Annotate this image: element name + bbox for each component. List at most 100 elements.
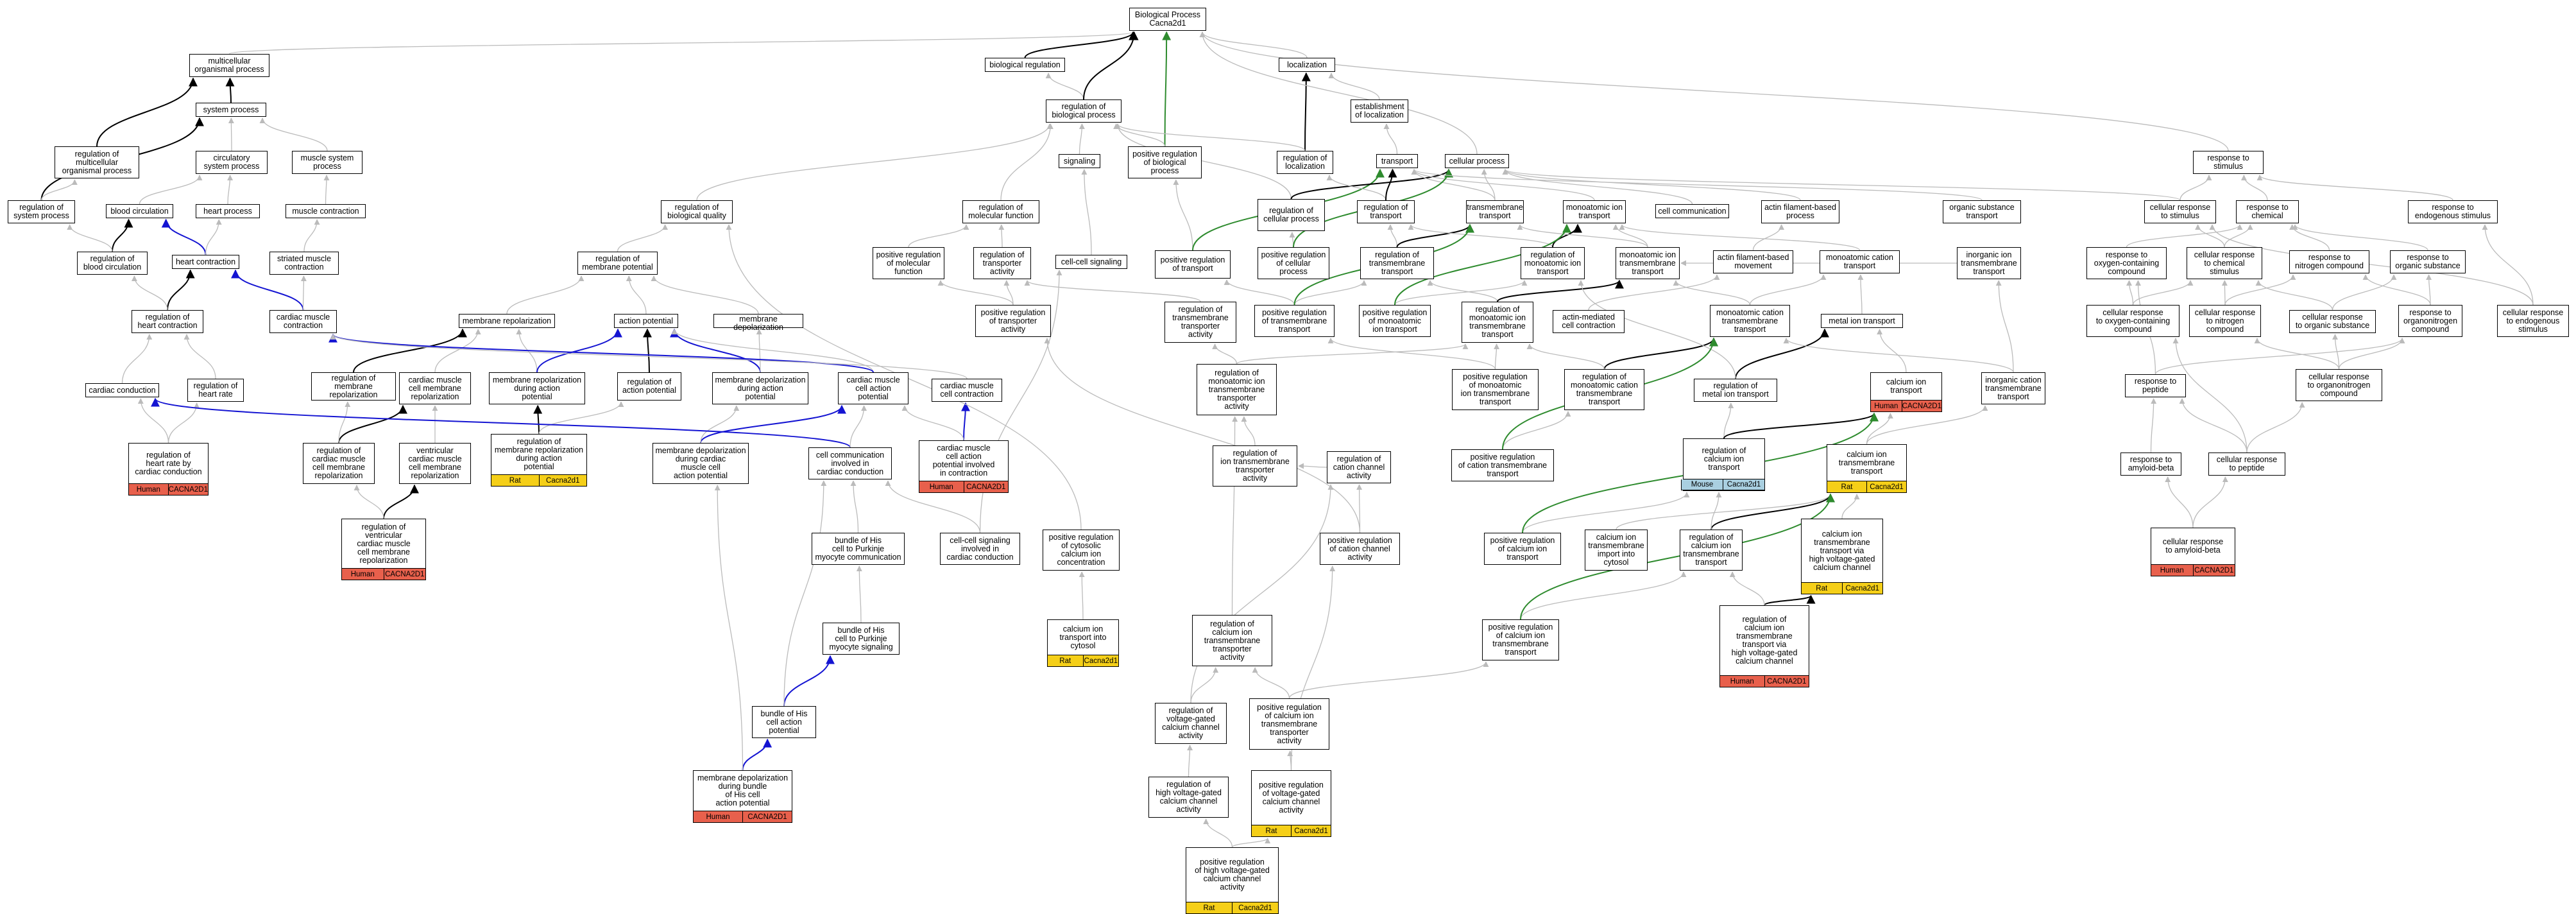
term-positive-regulation-cation-channel-activity[interactable]: positive regulation of cation channel ac…	[1320, 533, 1400, 565]
term-cell-communication[interactable]: cell communication	[1655, 204, 1729, 218]
term-transport[interactable]: transport	[1376, 154, 1418, 168]
term-cellular-response-to-oxygen-containing-compound[interactable]: cellular response to oxygen-containing c…	[2086, 305, 2179, 337]
term-heart-process[interactable]: heart process	[196, 204, 260, 218]
term-muscle-contraction[interactable]: muscle contraction	[286, 204, 366, 218]
term-regulation-transmembrane-transport[interactable]: regulation of transmembrane transport	[1360, 247, 1434, 279]
term-regulation-membrane-repolarization[interactable]: regulation of membrane repolarization	[311, 372, 396, 401]
term-regulation-calcium-ion-transmembrane-transport-hvg[interactable]: regulation of calcium ion transmembrane …	[1719, 605, 1809, 687]
term-regulation-monoatomic-ion-transmembrane-transport[interactable]: regulation of monoatomic ion transmembra…	[1462, 302, 1533, 343]
term-blood-circulation[interactable]: blood circulation	[106, 204, 173, 218]
term-action-potential[interactable]: action potential	[614, 314, 678, 328]
term-positive-regulation-voltage-gated-calcium-channel-activity[interactable]: positive regulation of voltage-gated cal…	[1251, 770, 1331, 837]
term-cellular-response-to-peptide[interactable]: cellular response to peptide	[2208, 453, 2285, 476]
term-monoatomic-ion-transport[interactable]: monoatomic ion transport	[1563, 200, 1626, 223]
term-positive-regulation-biological-process[interactable]: positive regulation of biological proces…	[1128, 146, 1202, 178]
term-positive-regulation-transport[interactable]: positive regulation of transport	[1155, 250, 1231, 279]
term-bundle-his-cell-purkinje-signaling[interactable]: bundle of His cell to Purkinje myocyte s…	[823, 623, 900, 655]
term-regulation-blood-circulation[interactable]: regulation of blood circulation	[77, 252, 148, 275]
term-transmembrane-transport[interactable]: transmembrane transport	[1466, 200, 1524, 223]
term-circulatory-system-process[interactable]: circulatory system process	[196, 151, 268, 174]
term-positive-regulation-molecular-function[interactable]: positive regulation of molecular functio…	[873, 247, 944, 279]
term-localization[interactable]: localization	[1279, 58, 1335, 72]
term-biological-regulation[interactable]: biological regulation	[985, 58, 1065, 72]
term-positive-regulation-monoatomic-ion-transport[interactable]: positive regulation of monoatomic ion tr…	[1359, 305, 1431, 337]
term-regulation-monoatomic-ion-transmembrane-transporter-activity[interactable]: regulation of monoatomic ion transmembra…	[1197, 364, 1277, 415]
term-regulation-multicellular-organismal-process[interactable]: regulation of multicellular organismal p…	[55, 146, 139, 178]
term-cardiac-conduction[interactable]: cardiac conduction	[85, 383, 159, 397]
term-monoatomic-cation-transport[interactable]: monoatomic cation transport	[1820, 250, 1900, 273]
term-cardiac-muscle-contraction[interactable]: cardiac muscle contraction	[269, 310, 337, 333]
term-regulation-heart-rate-cardiac-conduction[interactable]: regulation of heart rate by cardiac cond…	[128, 443, 209, 496]
term-signaling[interactable]: signaling	[1059, 154, 1100, 168]
term-regulation-monoatomic-ion-transport[interactable]: regulation of monoatomic ion transport	[1521, 247, 1585, 279]
term-cellular-response-to-nitrogen-compound[interactable]: cellular response to nitrogen compound	[2189, 305, 2261, 337]
term-cell-communication-cardiac-conduction[interactable]: cell communication involved in cardiac c…	[808, 447, 892, 479]
term-ventricular-cardiac-muscle-cell-membrane-repolarization[interactable]: ventricular cardiac muscle cell membrane…	[399, 443, 471, 484]
term-regulation-transport[interactable]: regulation of transport	[1357, 200, 1415, 223]
term-cellular-response-to-stimulus[interactable]: cellular response to stimulus	[2144, 200, 2216, 223]
term-actin-filament-based-process[interactable]: actin filament-based process	[1761, 200, 1839, 223]
term-regulation-system-process[interactable]: regulation of system process	[8, 200, 75, 223]
term-regulation-voltage-gated-calcium-channel-activity[interactable]: regulation of voltage-gated calcium chan…	[1155, 703, 1227, 744]
term-cellular-process[interactable]: cellular process	[1445, 154, 1509, 168]
term-bundle-his-cell-action-potential[interactable]: bundle of His cell action potential	[752, 706, 816, 738]
term-cardiac-muscle-cell-action-potential[interactable]: cardiac muscle cell action potential	[838, 372, 908, 404]
term-bp-root[interactable]: Biological Process Cacna2d1	[1129, 8, 1206, 31]
term-response-to-oxygen-containing-compound[interactable]: response to oxygen-containing compound	[2086, 247, 2167, 279]
term-regulation-ion-transmembrane-transporter-activity[interactable]: regulation of ion transmembrane transpor…	[1213, 445, 1297, 487]
term-response-to-chemical[interactable]: response to chemical	[2236, 200, 2299, 223]
term-cardiac-muscle-cell-membrane-repolarization[interactable]: cardiac muscle cell membrane repolarizat…	[399, 372, 471, 404]
term-cardiac-muscle-cell-contraction[interactable]: cardiac muscle cell contraction	[932, 379, 1002, 402]
term-regulation-cation-channel-activity[interactable]: regulation of cation channel activity	[1327, 451, 1391, 483]
term-cell-cell-signaling[interactable]: cell-cell signaling	[1055, 255, 1127, 269]
term-calcium-ion-transmembrane-import-cytosol[interactable]: calcium ion transmembrane import into cy…	[1585, 530, 1648, 571]
term-regulation-transporter-activity[interactable]: regulation of transporter activity	[973, 247, 1031, 279]
term-membrane-depolarization-cardiac-muscle-cell-action-potential[interactable]: membrane depolarization during cardiac m…	[653, 443, 749, 484]
term-regulation-calcium-ion-transmembrane-transport[interactable]: regulation of calcium ion transmembrane …	[1680, 530, 1743, 571]
term-regulation-monoatomic-cation-transmembrane-transport[interactable]: regulation of monoatomic cation transmem…	[1564, 369, 1644, 410]
term-regulation-cardiac-muscle-cell-membrane-repolarization[interactable]: regulation of cardiac muscle cell membra…	[303, 443, 375, 484]
term-cardiac-muscle-cell-action-potential-contraction[interactable]: cardiac muscle cell action potential inv…	[919, 440, 1009, 493]
term-regulation-membrane-potential[interactable]: regulation of membrane potential	[577, 252, 658, 275]
term-regulation-metal-ion-transport[interactable]: regulation of metal ion transport	[1694, 379, 1777, 402]
term-regulation-calcium-ion-transmembrane-transporter-activity[interactable]: regulation of calcium ion transmembrane …	[1192, 615, 1272, 666]
term-positive-regulation-calcium-ion-transmembrane-transporter-activity[interactable]: positive regulation of calcium ion trans…	[1249, 698, 1329, 750]
term-organic-substance-transport[interactable]: organic substance transport	[1943, 200, 2021, 223]
term-heart-contraction[interactable]: heart contraction	[172, 255, 239, 269]
term-establishment-localization[interactable]: establishment of localization	[1351, 99, 1408, 123]
term-regulation-hvg-calcium-channel-activity[interactable]: regulation of high voltage-gated calcium…	[1148, 777, 1229, 818]
term-positive-regulation-monoatomic-ion-transmembrane-transport[interactable]: positive regulation of monoatomic ion tr…	[1452, 369, 1539, 410]
term-membrane-repolarization-during-action-potential[interactable]: membrane repolarization during action po…	[489, 372, 585, 404]
term-positive-regulation-cytosolic-calcium[interactable]: positive regulation of cytosolic calcium…	[1043, 530, 1120, 571]
term-regulation-biological-quality[interactable]: regulation of biological quality	[661, 200, 733, 223]
term-positive-regulation-cellular-process[interactable]: positive regulation of cellular process	[1258, 247, 1329, 279]
term-metal-ion-transport[interactable]: metal ion transport	[1821, 314, 1903, 328]
term-monoatomic-ion-transmembrane-transport[interactable]: monoatomic ion transmembrane transport	[1616, 247, 1680, 279]
term-bundle-his-cell-purkinje-communication[interactable]: bundle of His cell to Purkinje myocyte c…	[812, 533, 905, 565]
term-membrane-depolarization[interactable]: membrane depolarization	[713, 314, 803, 332]
term-membrane-depolarization-bundle-his[interactable]: membrane depolarization during bundle of…	[693, 770, 792, 823]
term-inorganic-ion-transmembrane-transport[interactable]: inorganic ion transmembrane transport	[1957, 247, 2021, 279]
term-cellular-response-to-endogenous-stimulus[interactable]: cellular response to endogenous stimulus	[2497, 305, 2569, 337]
term-monoatomic-cation-transmembrane-transport[interactable]: monoatomic cation transmembrane transpor…	[1710, 305, 1790, 337]
term-regulation-heart-contraction[interactable]: regulation of heart contraction	[132, 310, 203, 333]
term-positive-regulation-transporter-activity[interactable]: positive regulation of transporter activ…	[975, 305, 1051, 337]
term-regulation-cellular-process[interactable]: regulation of cellular process	[1258, 199, 1325, 231]
term-regulation-molecular-function[interactable]: regulation of molecular function	[962, 200, 1039, 223]
term-positive-regulation-calcium-ion-transport[interactable]: positive regulation of calcium ion trans…	[1484, 533, 1561, 565]
term-positive-regulation-hvg-calcium-channel-activity[interactable]: positive regulation of high voltage-gate…	[1186, 847, 1279, 914]
term-regulation-localization[interactable]: regulation of localization	[1277, 151, 1333, 174]
term-response-to-nitrogen-compound[interactable]: response to nitrogen compound	[2289, 250, 2369, 273]
term-response-to-endogenous-stimulus[interactable]: response to endogenous stimulus	[2408, 200, 2498, 223]
term-regulation-action-potential[interactable]: regulation of action potential	[617, 372, 681, 401]
term-cellular-response-to-organonitrogen-compound[interactable]: cellular response to organonitrogen comp…	[2296, 369, 2382, 401]
term-positive-regulation-transmembrane-transport[interactable]: positive regulation of transmembrane tra…	[1254, 305, 1335, 337]
term-response-to-organic-substance[interactable]: response to organic substance	[2390, 250, 2466, 273]
term-cellular-response-to-chemical-stimulus[interactable]: cellular response to chemical stimulus	[2187, 247, 2262, 279]
term-cellular-response-to-organic-substance[interactable]: cellular response to organic substance	[2289, 310, 2376, 333]
term-membrane-repolarization[interactable]: membrane repolarization	[459, 314, 555, 328]
term-system-process[interactable]: system process	[196, 103, 266, 117]
term-muscle-system-process[interactable]: muscle system process	[292, 151, 363, 174]
